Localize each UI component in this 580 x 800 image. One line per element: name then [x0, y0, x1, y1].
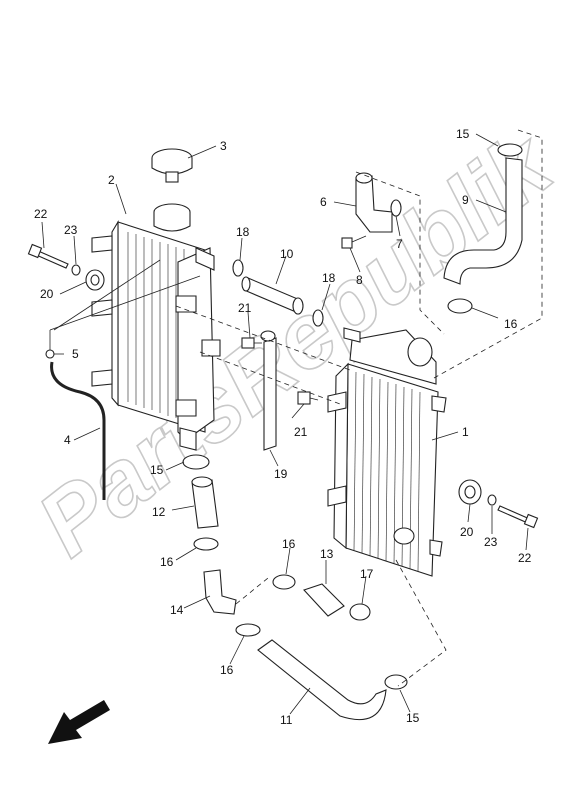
bolt-21-left	[241, 337, 262, 349]
callout-1: 1	[462, 425, 469, 439]
callout-15-bottom: 15	[406, 711, 420, 725]
callout-4: 4	[64, 433, 71, 447]
callout-10: 10	[280, 247, 294, 261]
callout-5: 5	[72, 347, 79, 361]
clamp-16-left	[193, 537, 219, 551]
callout-12: 12	[152, 505, 166, 519]
clamp-18-right	[312, 309, 324, 327]
clamp-16-mid	[272, 574, 296, 590]
callout-20-right: 20	[460, 525, 474, 539]
left-washer-23	[71, 264, 81, 276]
overflow-hose	[50, 361, 106, 500]
callout-6: 6	[320, 195, 327, 209]
right-damper-20	[458, 479, 482, 505]
callout-15-left: 15	[150, 463, 164, 477]
clamp-17	[349, 603, 371, 621]
callout-leaders	[41, 133, 529, 715]
hose-clip-5	[45, 349, 55, 359]
front-direction-arrow-icon	[48, 700, 110, 744]
left-radiator	[91, 203, 221, 451]
callout-16-left: 16	[160, 555, 174, 569]
callout-labels: 1 2 3 4 5 6 7 8 9 10 11 12 13 14 15 15 1…	[34, 127, 532, 727]
hose-fitting-6	[355, 172, 393, 233]
clamp-15-top	[497, 143, 523, 157]
callout-18-left: 18	[236, 225, 250, 239]
callout-22-left: 22	[34, 207, 48, 221]
callout-2: 2	[108, 173, 115, 187]
callout-21-left: 21	[238, 301, 252, 315]
left-damper-20	[85, 269, 105, 291]
oring-7	[390, 199, 402, 217]
guard-strip-19	[263, 337, 277, 451]
bolt-21-right	[297, 391, 319, 405]
right-bolt-22	[497, 505, 539, 529]
callout-16-mid: 16	[282, 537, 296, 551]
callout-8: 8	[356, 273, 363, 287]
callout-11: 11	[280, 713, 293, 727]
callout-16-right: 16	[504, 317, 518, 331]
callout-14: 14	[170, 603, 184, 617]
pipe-14	[203, 569, 237, 615]
callout-18-right: 18	[322, 271, 336, 285]
right-washer-23	[487, 494, 497, 506]
callout-3: 3	[220, 139, 227, 153]
callout-20-left: 20	[40, 287, 54, 301]
washer-21	[260, 330, 276, 342]
pipe-13	[303, 583, 345, 617]
callout-17: 17	[360, 567, 374, 581]
clamp-16-lower	[235, 623, 261, 637]
callout-15-top: 15	[456, 127, 470, 141]
bolt-8	[341, 235, 367, 249]
left-bolt-22	[27, 243, 69, 269]
callout-9: 9	[462, 193, 469, 207]
clamp-15-left	[182, 454, 210, 470]
callout-16-lower: 16	[220, 663, 234, 677]
callout-23-right: 23	[484, 535, 498, 549]
hose-11	[257, 639, 387, 721]
pipe-10	[241, 276, 304, 315]
watermark: PartsRepublik	[19, 111, 574, 576]
clamp-16-top	[447, 298, 473, 314]
clamp-18-left	[232, 259, 244, 277]
callout-7: 7	[396, 237, 403, 251]
callout-22-right: 22	[518, 551, 532, 565]
right-radiator	[327, 327, 447, 577]
svg-text:PartsRepublik: PartsRepublik	[20, 112, 573, 576]
callout-21-right: 21	[294, 425, 308, 439]
callout-19: 19	[274, 467, 288, 481]
radiator-cap	[151, 148, 193, 183]
leader-lines	[49, 129, 543, 687]
callout-23-left: 23	[64, 223, 78, 237]
hose-9	[443, 157, 523, 285]
clamp-15-bottom	[384, 674, 408, 690]
callout-13: 13	[320, 547, 334, 561]
